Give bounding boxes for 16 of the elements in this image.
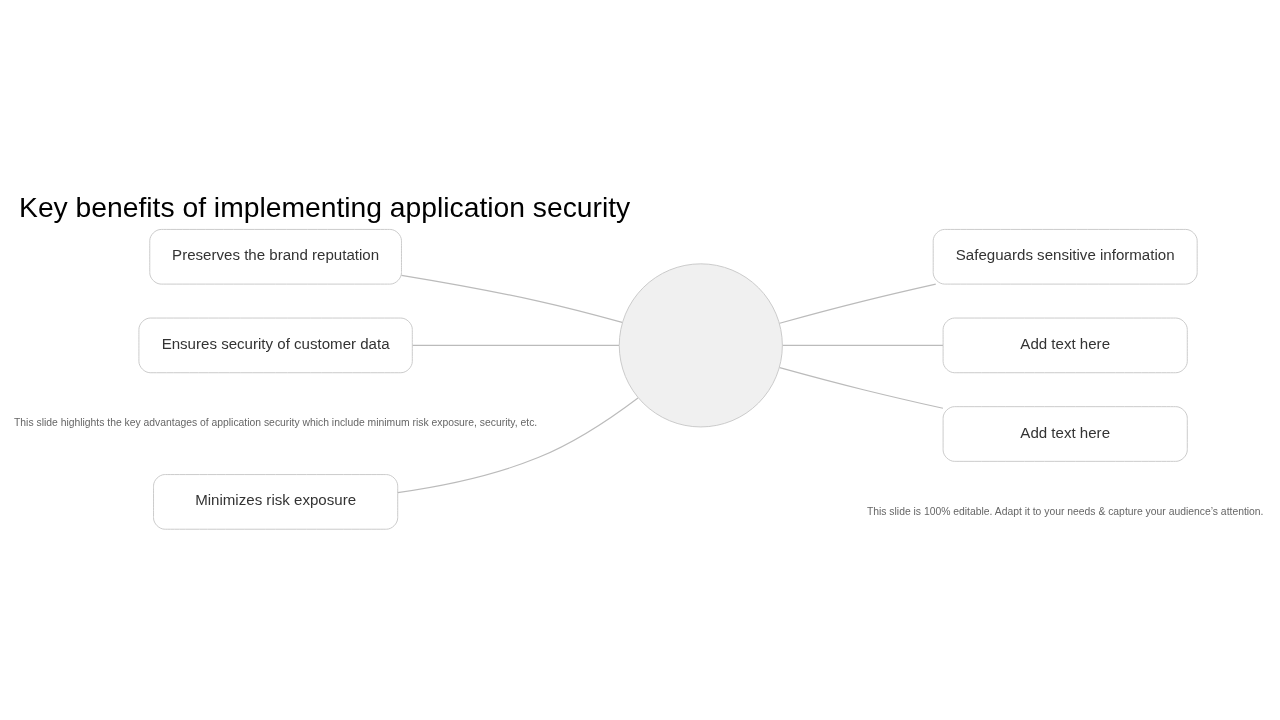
node-box: Minimizes risk exposure	[153, 474, 399, 530]
label: This slide is 100% editable. Adapt it to your needs & capture your audience’s attention.	[866, 505, 1264, 517]
node-box: Add text here	[942, 317, 1188, 374]
node-box: Safeguards sensitive information	[932, 228, 1198, 285]
connector	[779, 367, 944, 409]
node-box: Add text here	[942, 406, 1188, 462]
connector	[779, 283, 937, 324]
diagram-title: Key benefits of implementing application security	[19, 191, 631, 224]
connector	[411, 344, 620, 346]
node-box: Ensures security of customer data	[138, 317, 413, 374]
connector	[782, 344, 944, 346]
node-circle	[618, 263, 783, 428]
connector	[400, 274, 623, 323]
label: This slide highlights the key advantages of application security which include minimum risk exposure, security, etc.	[14, 417, 538, 429]
connector	[397, 397, 639, 494]
node-box: Preserves the brand reputation	[149, 228, 402, 285]
